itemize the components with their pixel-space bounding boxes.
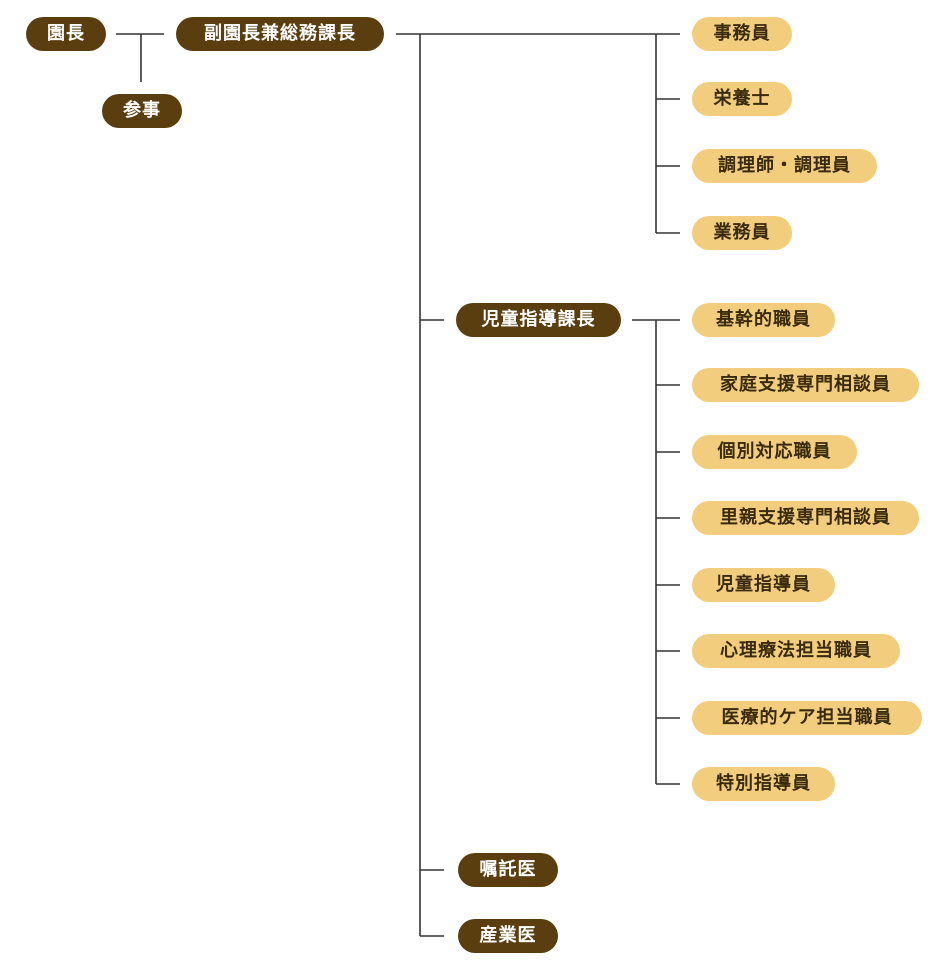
node-child-guidance-staff: 心理療法担当職員 [692, 634, 900, 668]
node-child-guidance-staff: 個別対応職員 [692, 435, 857, 469]
node-child-guidance-staff: 児童指導員 [692, 568, 835, 602]
node-contract-doctor: 嘱託医 [458, 853, 558, 887]
node-child-guidance-staff: 基幹的職員 [692, 303, 835, 337]
node-industrial-doctor: 産業医 [458, 919, 558, 953]
node-deputy-director: 副園長兼総務課長 [176, 17, 384, 51]
node-general-affairs-staff: 栄養士 [692, 82, 792, 116]
node-child-guidance-staff: 里親支援専門相談員 [692, 501, 919, 535]
node-general-affairs-staff: 調理師・調理員 [692, 149, 877, 183]
node-general-affairs-staff: 事務員 [692, 17, 792, 51]
node-child-guidance-staff: 家庭支援専門相談員 [692, 368, 919, 402]
node-counselor: 参事 [102, 94, 182, 128]
node-general-affairs-staff: 業務員 [692, 216, 792, 250]
node-child-guidance-staff: 医療的ケア担当職員 [692, 701, 922, 735]
node-child-guidance-chief: 児童指導課長 [456, 303, 621, 337]
node-child-guidance-staff: 特別指導員 [692, 767, 835, 801]
node-director: 園長 [26, 17, 106, 51]
